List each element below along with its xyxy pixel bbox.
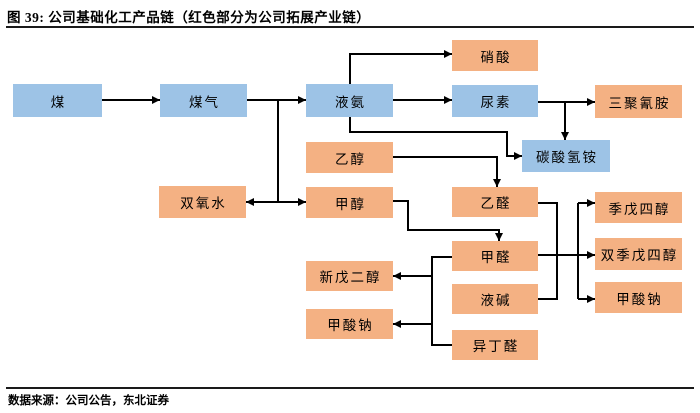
data-source-note: 数据来源：公司公告，东北证券: [8, 395, 169, 407]
node-acetaldehyde: 乙醛: [452, 187, 538, 217]
node-urea: 尿素: [452, 85, 538, 117]
edges-group: [102, 50, 595, 346]
node-neopentyl-glycol: 新戊二醇: [306, 261, 393, 291]
node-nitric-acid: 硝酸: [452, 40, 538, 71]
edge-ethanol-to-acetaldehyde: [393, 156, 501, 187]
node-melamine: 三聚氰胺: [595, 85, 682, 118]
figure-title: 图 39: 公司基础化工产品链（红色部分为公司拓展产业链）: [7, 10, 371, 25]
node-hydrogen-peroxide: 双氧水: [159, 186, 246, 218]
edge-methanol-to-formaldehyde: [393, 200, 503, 241]
node-isobutyraldehyde: 异丁醛: [452, 330, 538, 360]
edge-ammonia-to-ammonium-bicarbonate: [349, 117, 522, 160]
node-coal: 煤: [13, 84, 102, 117]
node-dipentaerythritol: 双季戊四醇: [595, 238, 682, 270]
footer-divider: [6, 387, 694, 389]
node-ethanol: 乙醇: [306, 142, 393, 173]
edge-acetaldehyde-caustic-collector: [538, 202, 558, 300]
node-pentaerythritol: 季戊四醇: [595, 192, 682, 223]
node-liquid-caustic: 液碱: [452, 284, 538, 314]
node-liquid-ammonia: 液氨: [306, 84, 393, 117]
node-methanol: 甲醇: [306, 187, 393, 218]
node-ammonium-bicarbonate: 碳酸氢铵: [522, 140, 610, 172]
node-coal-gas: 煤气: [160, 84, 247, 117]
node-sodium-formate-left: 甲酸钠: [306, 309, 393, 339]
edge-formaldehyde-isobutyraldehyde-junction: [431, 256, 452, 346]
title-divider: [6, 26, 694, 28]
node-formaldehyde: 甲醛: [452, 241, 538, 271]
edge-ammonia-to-nitric-acid: [349, 50, 452, 84]
node-sodium-formate-right: 甲酸钠: [595, 282, 682, 313]
